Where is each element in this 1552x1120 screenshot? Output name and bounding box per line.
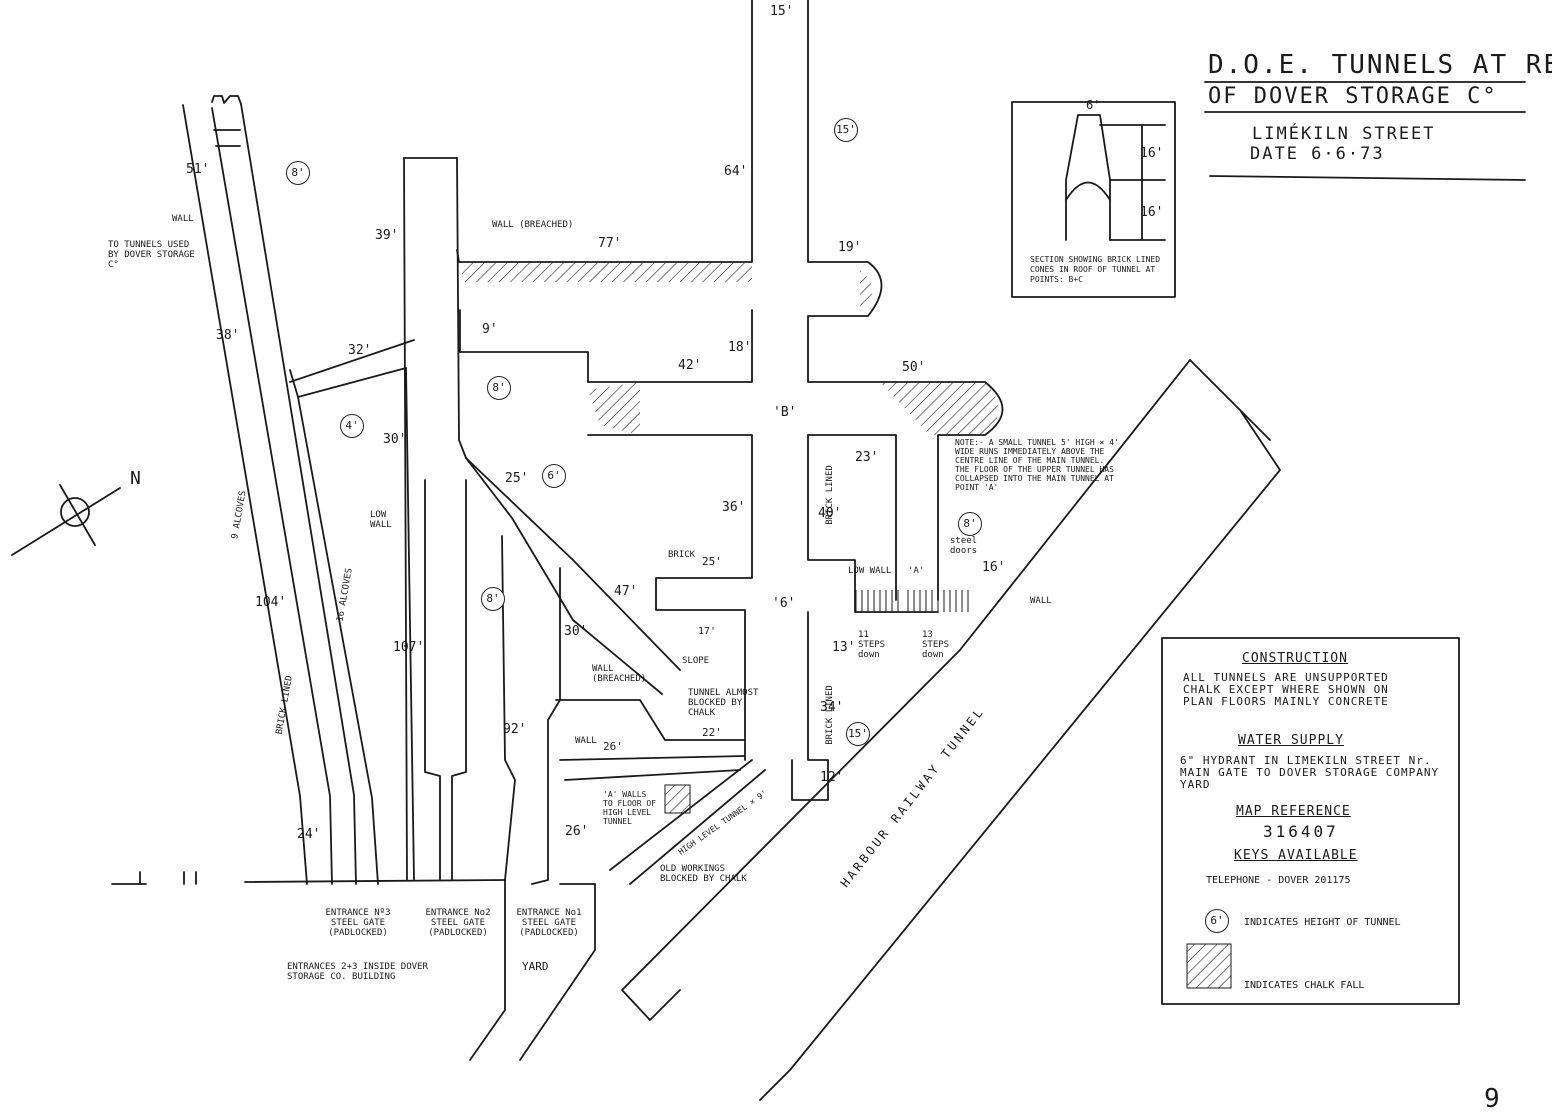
height-circle-8-b: 8': [487, 376, 511, 400]
left-tunnel: [182, 104, 333, 885]
dim-26-b: 26': [565, 824, 589, 839]
label-steel-doors: steel doors: [950, 536, 978, 556]
label-tunnel-blocked: TUNNEL ALMOST BLOCKED BY CHALK: [688, 688, 759, 718]
label-wall-breached-top: WALL (BREACHED): [492, 220, 574, 230]
label-wall-left: WALL: [172, 214, 194, 224]
point-6-label: '6': [772, 596, 796, 611]
dim-42: 42': [678, 358, 702, 373]
dim-64: 64': [724, 164, 748, 179]
dim-39: 39': [375, 228, 399, 243]
section-caption: SECTION SHOWING BRICK LINED CONES IN ROO…: [1030, 255, 1161, 284]
legend-construction-head: CONSTRUCTION: [1242, 651, 1348, 666]
dim-51: 51': [186, 162, 210, 177]
label-yard: YARD: [522, 960, 549, 973]
dim-104: 104': [255, 595, 287, 610]
legend-map-head: MAP REFERENCE: [1236, 804, 1351, 819]
dim-26-a: 26': [603, 740, 623, 753]
dim-19: 19': [838, 240, 862, 255]
dim-50: 50': [902, 360, 926, 375]
dim-38: 38': [216, 328, 240, 343]
label-old-workings: OLD WORKINGS BLOCKED BY CHALK: [660, 864, 747, 884]
label-11-steps: 11 STEPS down: [858, 630, 886, 660]
height-circle-6: 6': [542, 464, 566, 488]
dim-30-b: 30': [564, 624, 588, 639]
dim-40: 40': [818, 506, 842, 521]
dim-22: 22': [702, 726, 722, 739]
dim-25-a: 25': [505, 471, 529, 486]
street-line: [244, 879, 506, 883]
point-b-label: 'B': [773, 405, 797, 420]
label-brick-lined-low: BRICK LINED: [824, 685, 835, 745]
label-entrance-1: ENTRANCE No1 STEEL GATE (PADLOCKED): [516, 908, 582, 938]
legend-water-head: WATER SUPPLY: [1238, 733, 1344, 748]
legend-map-ref: 316407: [1263, 822, 1339, 841]
dim-15-top: 15': [770, 4, 794, 19]
dim-13: 13': [832, 640, 856, 655]
legend-water-text: 6" HYDRANT IN LIMEKILN STREET Nr. MAIN G…: [1180, 754, 1440, 791]
label-low-wall-right: LOW WALL: [848, 566, 892, 576]
railway-tunnel: [759, 359, 1281, 1101]
legend-height-symbol: 6': [1205, 909, 1229, 933]
title-line-1: D.O.E. TUNNELS AT REAR: [1208, 50, 1552, 80]
dim-30-a: 30': [383, 432, 407, 447]
dim-34: 34': [820, 700, 844, 715]
dim-9: 9': [482, 322, 498, 337]
height-circle-15-b: 15': [846, 722, 870, 746]
dim-107: 107': [393, 640, 425, 655]
legend-keys-head: KEYS AVAILABLE: [1234, 848, 1358, 863]
dim-18: 18': [728, 340, 752, 355]
drawing-date: DATE 6·6·73: [1250, 144, 1385, 164]
label-to-tunnels: TO TUNNELS USED BY DOVER STORAGE C°: [108, 240, 195, 270]
label-13-steps: 13 STEPS down: [922, 630, 950, 660]
north-label: N: [130, 468, 141, 489]
point-a-label: 'A': [908, 566, 925, 576]
label-low-wall-left: LOW WALL: [370, 510, 392, 530]
dim-32: 32': [348, 343, 372, 358]
height-circle-8-a: 8': [286, 161, 310, 185]
label-brick-lined-mid: BRICK LINED: [824, 465, 835, 525]
dim-16: 16': [982, 560, 1006, 575]
label-entrances-inside: ENTRANCES 2+3 INSIDE DOVER STORAGE CO. B…: [287, 962, 428, 982]
section-upper-dim: 16': [1140, 146, 1164, 161]
label-walls-to-floor: 'A' WALLS TO FLOOR OF HIGH LEVEL TUNNEL: [603, 790, 656, 826]
label-wall-right: WALL: [1030, 596, 1052, 606]
second-tunnel: [289, 339, 415, 885]
label-slope: SLOPE: [682, 656, 710, 666]
dim-23: 23': [855, 450, 879, 465]
height-circle-15-a: 15': [834, 118, 858, 142]
label-entrance-2: ENTRANCE No2 STEEL GATE (PADLOCKED): [425, 908, 491, 938]
section-lower-dim: 16': [1140, 205, 1164, 220]
legend-height-text: INDICATES HEIGHT OF TUNNEL: [1244, 917, 1401, 928]
legend-chalk-text: INDICATES CHALK FALL: [1244, 980, 1365, 991]
section-top-dim: 6': [1086, 98, 1101, 112]
main-tunnel: [403, 157, 663, 881]
diagonal-tunnel: [465, 457, 681, 671]
label-note: NOTE:- A SMALL TUNNEL 5' HIGH × 4' WIDE …: [955, 438, 1119, 492]
legend-telephone: TELEPHONE - DOVER 201175: [1206, 875, 1351, 886]
dim-77: 77': [598, 236, 622, 251]
dim-12: 12': [820, 770, 844, 785]
page-number: 9: [1484, 1084, 1500, 1114]
height-circle-8-c: 8': [481, 587, 505, 611]
street-name: LIMÉKILN STREET: [1252, 124, 1436, 144]
dim-17: 17': [698, 626, 717, 637]
title-line-2: OF DOVER STORAGE C°: [1208, 84, 1498, 109]
dim-92: 92': [503, 722, 527, 737]
height-circle-4: 4': [340, 414, 364, 438]
dim-47: 47': [614, 584, 638, 599]
height-circle-8-d: 8': [958, 512, 982, 536]
label-wall-small: WALL: [575, 736, 597, 746]
label-entrance-3: ENTRANCE Nº3 STEEL GATE (PADLOCKED): [325, 908, 391, 938]
dim-25-b: 25': [702, 555, 722, 568]
legend-construction-text: ALL TUNNELS ARE UNSUPPORTED CHALK EXCEPT…: [1183, 671, 1389, 708]
dim-24: 24': [297, 827, 321, 842]
dim-36: 36': [722, 500, 746, 515]
label-brick: BRICK: [668, 550, 696, 560]
label-wall-breached-mid: WALL (BREACHED): [592, 664, 647, 684]
